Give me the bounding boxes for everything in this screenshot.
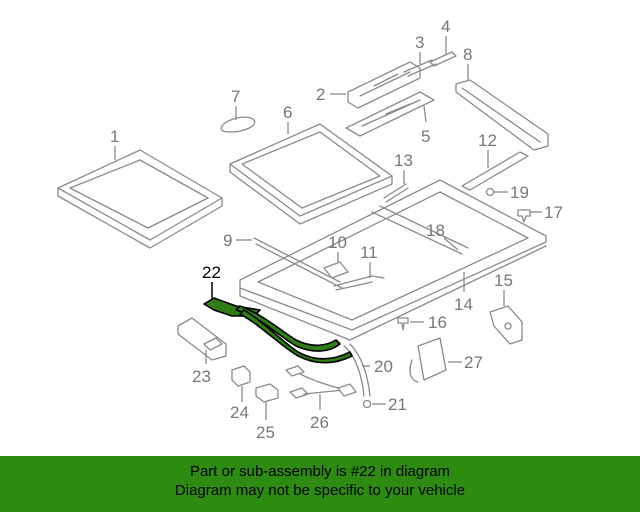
callout-20[interactable]: 20	[374, 357, 393, 376]
callout-leaders	[114, 36, 542, 420]
callout-16[interactable]: 16	[428, 313, 447, 332]
callout-2[interactable]: 2	[316, 85, 325, 104]
part-24-connector	[231, 365, 251, 387]
callout-labels: 1 2 3 4 5 6 7 8 9 10 11 12 13 14 15 16 1…	[110, 17, 563, 442]
part-7-seal	[220, 116, 256, 133]
callout-27[interactable]: 27	[464, 353, 483, 372]
part-9-rail	[253, 237, 343, 289]
callout-11[interactable]: 11	[360, 243, 378, 262]
callout-7[interactable]: 7	[231, 87, 240, 106]
callout-18[interactable]: 18	[426, 221, 445, 240]
part-6-sunroof-panel	[229, 123, 393, 225]
callout-21[interactable]: 21	[388, 395, 407, 414]
part-11-link	[333, 275, 385, 291]
callout-5[interactable]: 5	[421, 127, 430, 146]
part-16-screw	[397, 317, 409, 331]
callout-14[interactable]: 14	[454, 295, 473, 314]
exploded-parts-diagram: 1 2 3 4 5 6 7 8 9 10 11 12 13 14 15 16 1…	[57, 17, 563, 442]
part-18-crossbar	[371, 205, 469, 255]
info-banner: Part or sub-assembly is #22 in diagram D…	[0, 456, 640, 512]
banner-part-note: Part or sub-assembly is #22 in diagram	[189, 463, 451, 480]
banner-disclaimer: Diagram may not be specific to your vehi…	[174, 482, 466, 499]
callout-8[interactable]: 8	[463, 45, 472, 64]
part-26-wiring-harness	[285, 365, 357, 399]
callout-6[interactable]: 6	[283, 103, 292, 122]
callout-1[interactable]: 1	[110, 127, 119, 146]
callout-4[interactable]: 4	[441, 17, 450, 36]
part-15-bracket	[489, 305, 523, 345]
part-19-fastener	[485, 187, 495, 197]
callout-15[interactable]: 15	[494, 271, 513, 290]
part-10-bracket	[323, 261, 349, 279]
part-23-motor-mount	[177, 317, 227, 361]
part-13-strip	[383, 183, 409, 203]
callout-12[interactable]: 12	[478, 131, 497, 150]
part-21-fastener	[362, 399, 372, 409]
callout-19[interactable]: 19	[510, 183, 529, 202]
callout-13[interactable]: 13	[394, 151, 413, 170]
callout-23[interactable]: 23	[192, 367, 211, 386]
callout-26[interactable]: 26	[310, 413, 329, 432]
part-20-hose	[343, 343, 371, 397]
part-3-rail	[403, 59, 437, 77]
callout-24[interactable]: 24	[230, 403, 249, 422]
callout-3[interactable]: 3	[415, 33, 424, 52]
callout-17[interactable]: 17	[544, 203, 563, 222]
part-4-rail	[429, 51, 457, 67]
part-14-frame	[239, 179, 547, 341]
callout-25[interactable]: 25	[256, 423, 275, 442]
part-5-bracket	[345, 91, 435, 137]
callout-10[interactable]: 10	[328, 233, 347, 252]
callout-22-highlighted[interactable]: 22	[202, 263, 221, 282]
part-8-side-rail	[455, 79, 549, 151]
part-12-guide	[461, 151, 529, 191]
callout-9[interactable]: 9	[223, 231, 232, 250]
part-1-glass-panel	[57, 149, 223, 249]
part-22-highlighted-assembly	[203, 297, 353, 364]
part-25-connector	[255, 383, 279, 403]
part-27-cover	[409, 337, 447, 383]
part-17-clip	[517, 209, 531, 223]
part-2-bracket	[347, 61, 421, 109]
